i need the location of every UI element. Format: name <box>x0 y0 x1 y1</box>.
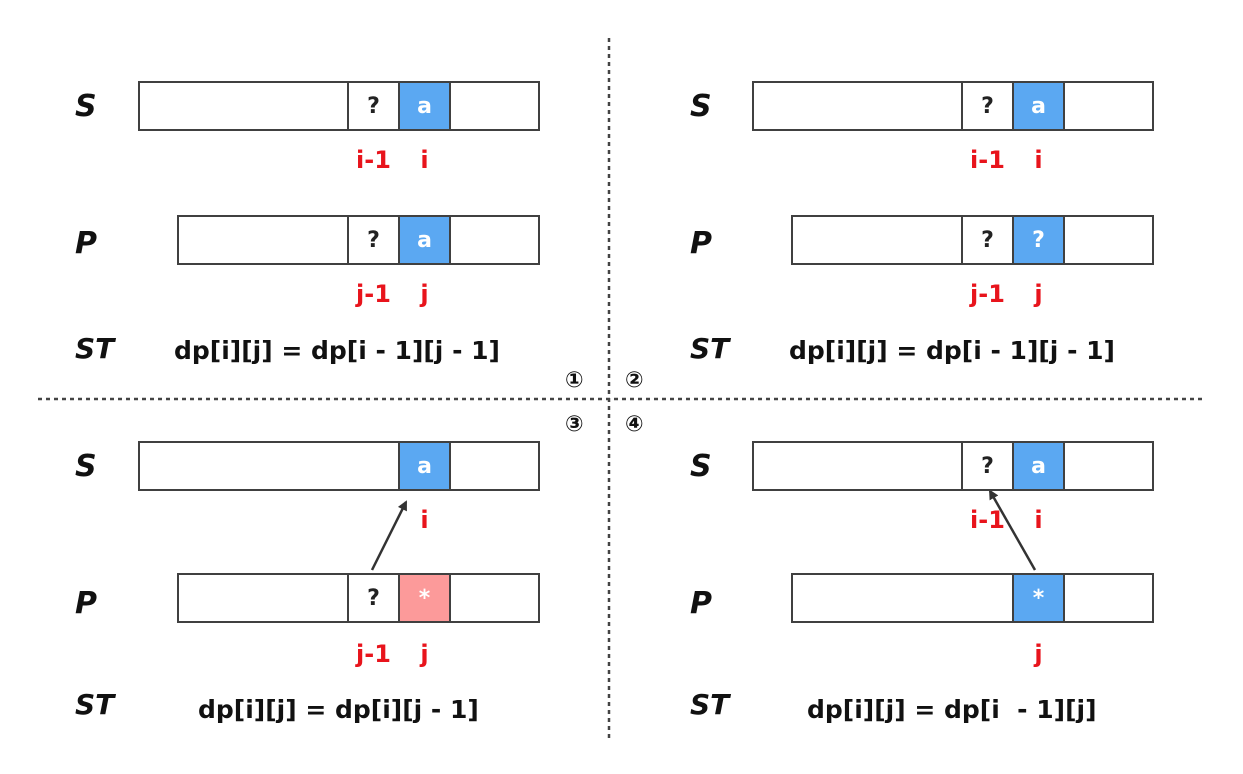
s-cell-current: a <box>398 441 451 491</box>
p-index-current: j <box>1034 640 1043 668</box>
marker-2: ② <box>625 368 644 393</box>
p-index-prev: j-1 <box>970 280 1005 308</box>
st-label: ST <box>690 332 730 365</box>
formula: dp[i][j] = dp[i - 1][j] <box>807 695 1097 724</box>
s-string-bar <box>752 81 1154 131</box>
st-label: ST <box>75 688 115 721</box>
marker-3: ③ <box>565 412 584 437</box>
s-row-label: S <box>690 89 712 124</box>
s-index-current: i <box>420 506 429 534</box>
p-cell-current: * <box>398 573 451 623</box>
s-cell-current: a <box>1012 441 1065 491</box>
p-row-label: P <box>690 226 712 261</box>
p-index-prev: j-1 <box>356 280 391 308</box>
s-cell-prev: ? <box>961 81 1014 131</box>
p-index-prev: j-1 <box>356 640 391 668</box>
p-index-current: j <box>420 280 429 308</box>
st-label: ST <box>75 332 115 365</box>
s-string-bar <box>138 441 540 491</box>
s-index-prev: i-1 <box>970 506 1005 534</box>
s-cell-current: a <box>1012 81 1065 131</box>
s-cell-prev: ? <box>961 441 1014 491</box>
formula: dp[i][j] = dp[i - 1][j - 1] <box>789 336 1115 365</box>
p-row-label: P <box>75 586 97 621</box>
p-index-current: j <box>420 640 429 668</box>
p-row-label: P <box>75 226 97 261</box>
s-index-current: i <box>1034 146 1043 174</box>
s-row-label: S <box>75 89 97 124</box>
s-index-prev: i-1 <box>970 146 1005 174</box>
formula: dp[i][j] = dp[i][j - 1] <box>198 695 479 724</box>
p-cell-current: a <box>398 215 451 265</box>
p-cell-prev: ? <box>347 215 400 265</box>
st-label: ST <box>690 688 730 721</box>
p-string-bar <box>791 573 1154 623</box>
p-cell-prev: ? <box>961 215 1014 265</box>
s-string-bar <box>138 81 540 131</box>
formula: dp[i][j] = dp[i - 1][j - 1] <box>174 336 500 365</box>
s-index-current: i <box>420 146 429 174</box>
p-index-current: j <box>1034 280 1043 308</box>
s-index-current: i <box>1034 506 1043 534</box>
s-string-bar <box>752 441 1154 491</box>
p-cell-prev: ? <box>347 573 400 623</box>
s-row-label: S <box>690 449 712 484</box>
p-cell-current: * <box>1012 573 1065 623</box>
p-row-label: P <box>690 586 712 621</box>
marker-4: ④ <box>625 412 644 437</box>
arrow-q4 <box>988 489 1037 571</box>
s-cell-current: a <box>398 81 451 131</box>
arrow-q3 <box>370 500 408 571</box>
s-index-prev: i-1 <box>356 146 391 174</box>
s-row-label: S <box>75 449 97 484</box>
marker-1: ① <box>565 368 584 393</box>
s-cell-prev: ? <box>347 81 400 131</box>
p-cell-current: ? <box>1012 215 1065 265</box>
